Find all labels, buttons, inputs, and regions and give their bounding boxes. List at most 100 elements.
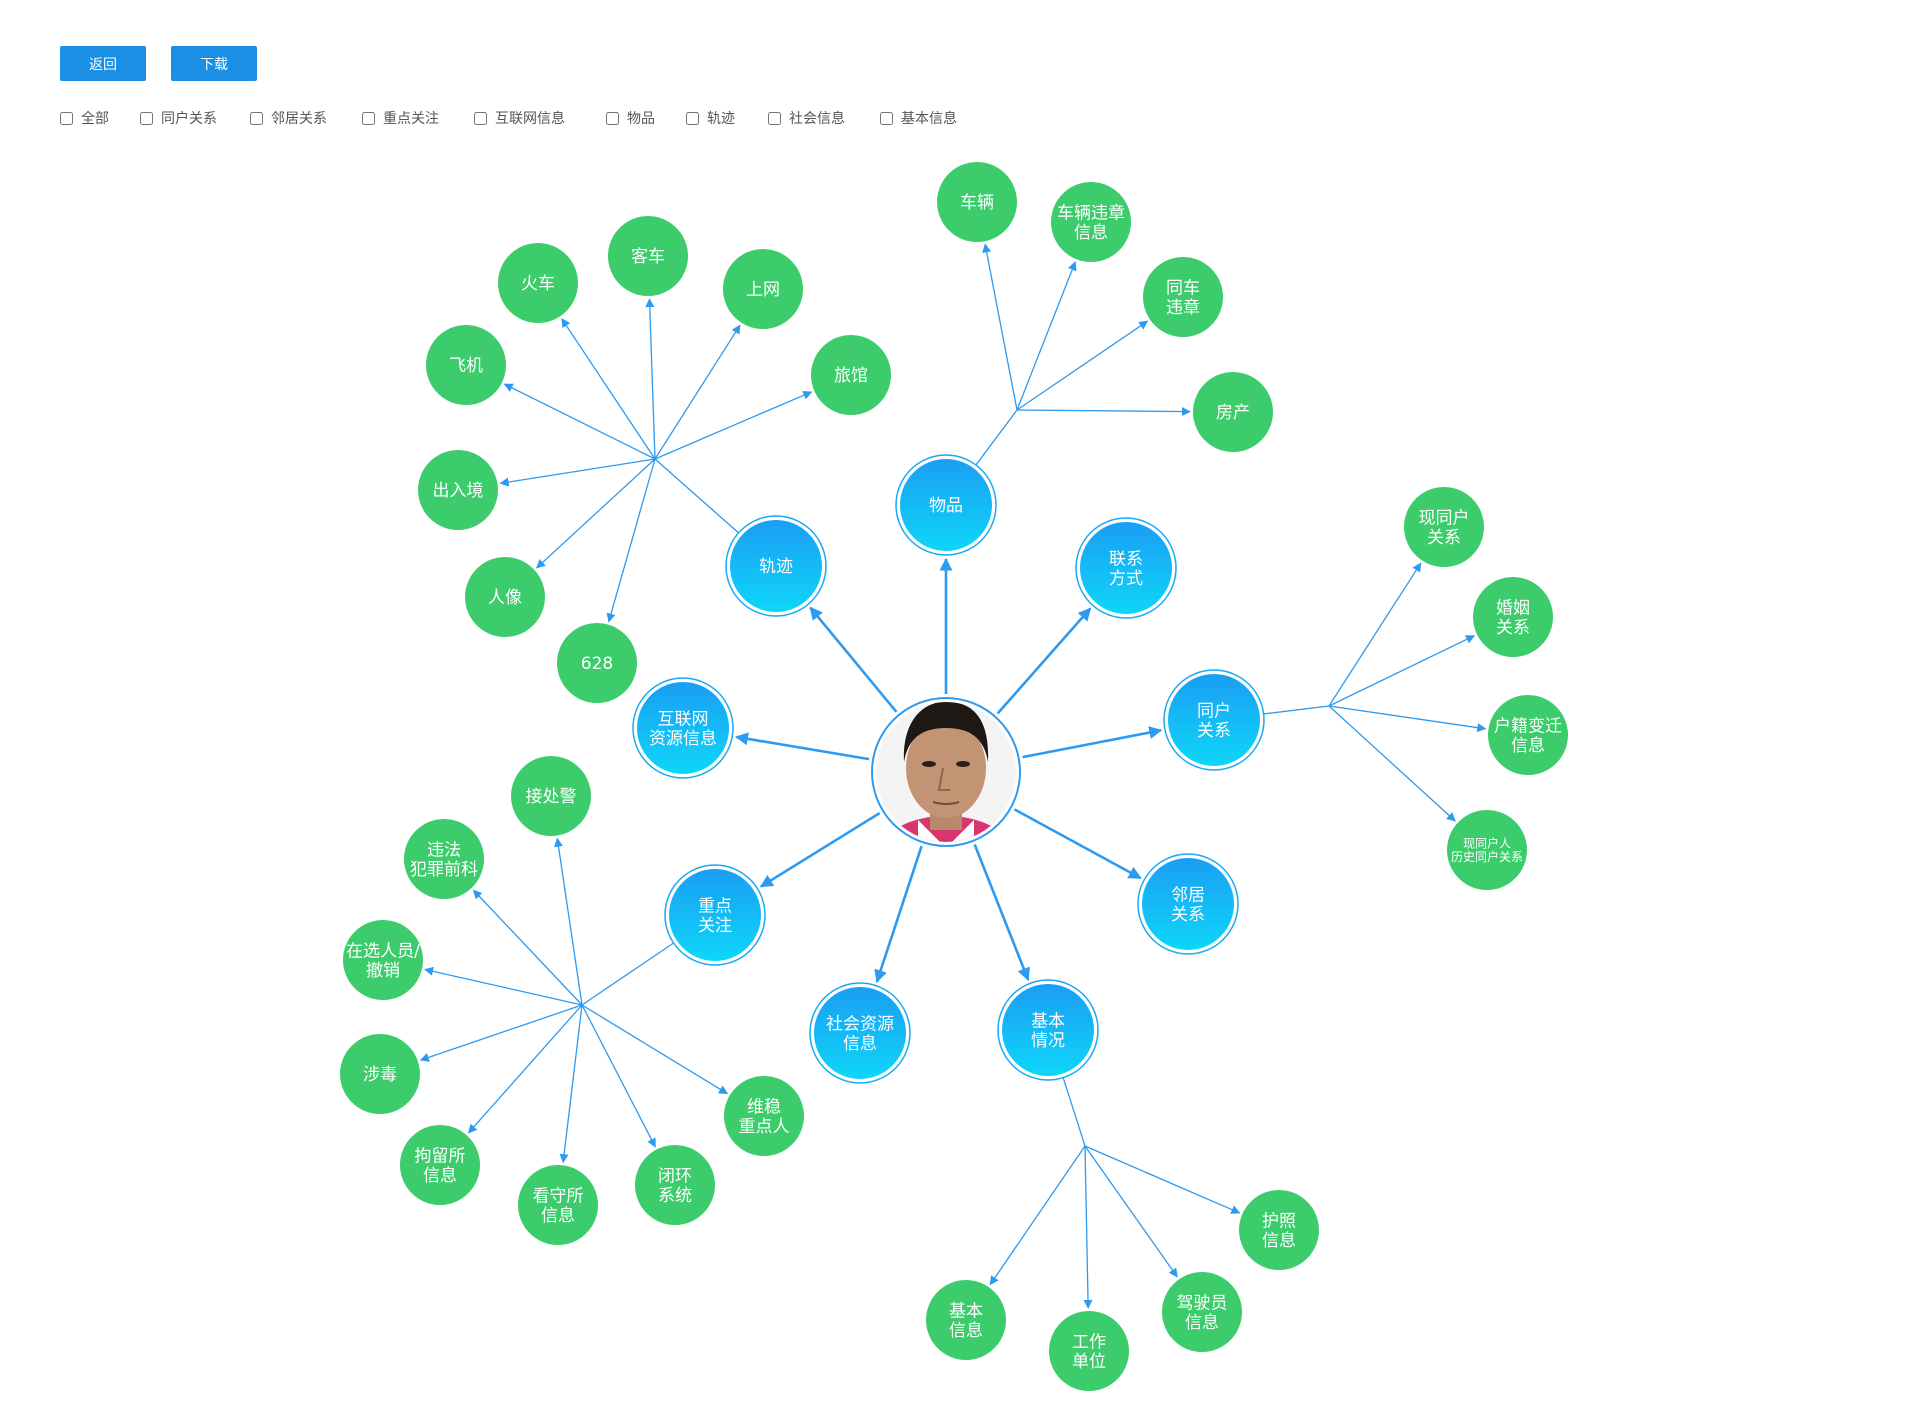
leaf-node-circle <box>426 325 506 405</box>
edge-zhongdian-leaf <box>467 1004 583 1134</box>
filter-items-checkbox[interactable] <box>606 111 619 125</box>
edge-center-lianxi <box>996 607 1092 715</box>
category-node-linju[interactable]: 邻居关系 <box>1137 853 1239 955</box>
leaf-node[interactable]: 房产 <box>1193 372 1273 452</box>
leaf-node-label: 上网 <box>746 280 780 300</box>
leaf-node-label: 婚姻 <box>1496 598 1530 618</box>
edge-wupin-leaf <box>1016 261 1077 411</box>
leaf-node[interactable]: 火车 <box>498 243 578 323</box>
leaf-node-label: 涉毒 <box>363 1065 397 1085</box>
leaf-node-label: 户籍变迁 <box>1494 716 1562 736</box>
category-node-circle <box>900 459 992 551</box>
filter-neighbor-label: 邻居关系 <box>271 111 327 127</box>
edge-tonghu-leaf <box>1328 705 1456 822</box>
leaf-node-label: 信息 <box>1511 736 1545 756</box>
leaf-node-circle <box>723 249 803 329</box>
category-node-tonghu[interactable]: 同户关系 <box>1163 669 1265 771</box>
edge-zhongdian-leaf <box>581 1004 729 1095</box>
leaf-node[interactable]: 出入境 <box>418 450 498 530</box>
center-node[interactable] <box>871 697 1021 884</box>
leaf-node-circle <box>418 450 498 530</box>
leaf-node[interactable]: 基本信息 <box>926 1280 1006 1360</box>
leaf-node[interactable]: 人像 <box>465 557 545 637</box>
leaf-node[interactable]: 旅馆 <box>811 335 891 415</box>
filter-social-checkbox[interactable] <box>768 111 781 125</box>
filter-basic-checkbox[interactable] <box>880 111 893 125</box>
filter-household[interactable]: 同户关系 <box>140 108 217 128</box>
leaf-node[interactable]: 在选人员/撤销 <box>343 920 423 1000</box>
edge-tonghu-leaf <box>1328 635 1476 707</box>
download-button[interactable]: 下载 <box>171 46 257 81</box>
filter-internet[interactable]: 互联网信息 <box>474 108 565 128</box>
filter-social[interactable]: 社会信息 <box>768 108 845 128</box>
filter-neighbor-checkbox[interactable] <box>250 111 263 125</box>
leaf-node[interactable]: 涉毒 <box>340 1034 420 1114</box>
leaf-node-label: 火车 <box>521 274 555 294</box>
filter-focus[interactable]: 重点关注 <box>362 108 439 128</box>
category-node-guiji[interactable]: 轨迹 <box>725 515 827 617</box>
category-node-wupin[interactable]: 物品 <box>895 454 997 556</box>
category-node-label: 信息 <box>843 1034 877 1054</box>
filter-internet-checkbox[interactable] <box>474 111 487 125</box>
filter-all-checkbox[interactable] <box>60 111 73 125</box>
leaf-node-label: 现同户人 <box>1463 835 1511 850</box>
leaf-node-label: 旅馆 <box>834 366 868 386</box>
filter-neighbor[interactable]: 邻居关系 <box>250 108 327 128</box>
edge-tonghu-leaf <box>1328 562 1422 707</box>
filter-focus-checkbox[interactable] <box>362 111 375 125</box>
category-node-zhongdian[interactable]: 重点关注 <box>664 864 766 966</box>
leaf-node[interactable]: 客车 <box>608 216 688 296</box>
leaf-node[interactable]: 飞机 <box>426 325 506 405</box>
filter-all[interactable]: 全部 <box>60 108 109 128</box>
leaf-node[interactable]: 接处警 <box>511 756 591 836</box>
category-node-circle <box>1168 674 1260 766</box>
leaf-node-label: 信息 <box>423 1166 457 1186</box>
leaf-node-label: 车辆 <box>960 193 994 213</box>
edge-guiji-leaf <box>654 390 813 460</box>
category-node-label: 物品 <box>929 496 963 516</box>
back-button[interactable]: 返回 <box>60 46 146 81</box>
leaf-node-circle <box>1143 257 1223 337</box>
filter-track-checkbox[interactable] <box>686 111 699 125</box>
category-node-circle <box>1080 522 1172 614</box>
leaf-node-label: 出入境 <box>433 481 484 501</box>
filter-social-label: 社会信息 <box>789 111 845 127</box>
category-node-circle <box>669 869 761 961</box>
person-photo <box>876 702 1016 842</box>
leaf-node[interactable]: 628 <box>557 623 637 703</box>
leaf-node-label: 信息 <box>1262 1231 1296 1251</box>
leaf-node-label: 护照 <box>1262 1211 1296 1231</box>
filter-basic[interactable]: 基本信息 <box>880 108 957 128</box>
leaf-node-circle <box>557 623 637 703</box>
category-node-circle <box>814 987 906 1079</box>
category-node-label: 社会资源 <box>826 1014 894 1034</box>
edge-zhongdian-leaf <box>554 837 583 1006</box>
leaf-node[interactable]: 上网 <box>723 249 803 329</box>
filter-track[interactable]: 轨迹 <box>686 108 735 128</box>
leaf-node-circle <box>1049 1311 1129 1391</box>
leaf-node-circle <box>404 819 484 899</box>
filter-items[interactable]: 物品 <box>606 108 655 128</box>
leaf-node[interactable]: 车辆 <box>937 162 1017 242</box>
filter-household-checkbox[interactable] <box>140 111 153 125</box>
category-node-label: 方式 <box>1109 569 1143 589</box>
